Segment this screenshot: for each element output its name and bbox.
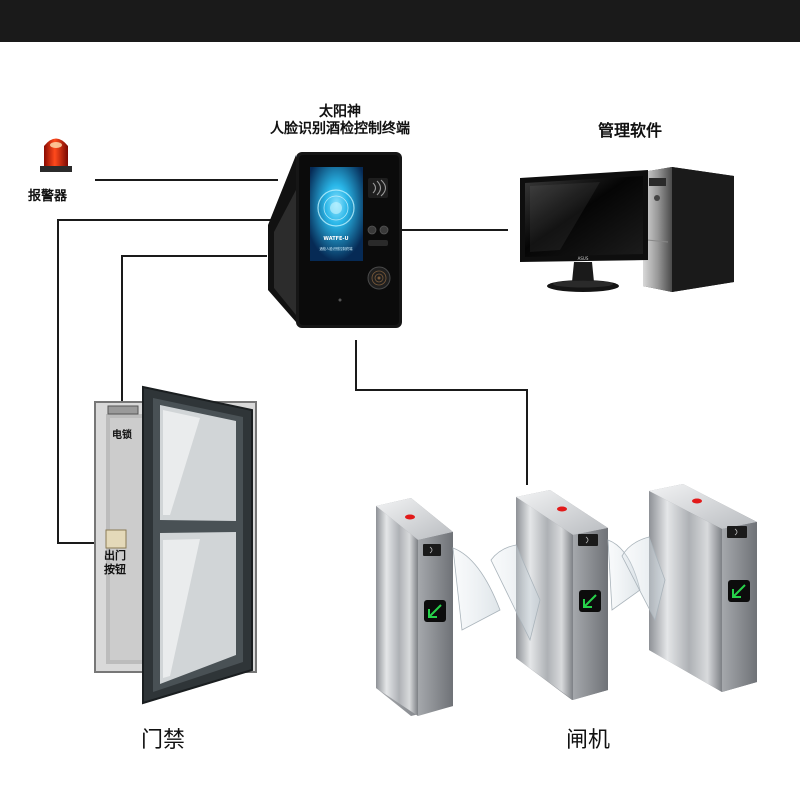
exit-button-label: 出门 按钮 (104, 549, 126, 577)
screen-brand: WATFE-U (323, 236, 348, 242)
electric-lock (107, 405, 139, 415)
software-label: 管理软件 (598, 121, 663, 140)
face-recognition-terminal: WATFE-U 酒检人脸识别控制终端 (268, 152, 402, 328)
door-access (94, 385, 257, 705)
fingerprint-icon (367, 266, 391, 290)
terminal-title: 太阳神 人脸识别酒检控制终端 (250, 104, 430, 138)
top-bar (0, 0, 800, 42)
line-electric-lock (121, 255, 267, 412)
turnstile-gates (376, 484, 757, 716)
line-gate (355, 340, 528, 485)
gate-unit-1 (376, 498, 501, 716)
electric-lock-label: 电锁 (112, 430, 132, 441)
alarm-light-icon (40, 138, 72, 172)
exit-button (105, 529, 127, 549)
terminal-brand-label: 太阳神 (319, 104, 361, 120)
gate-label: 闸机 (566, 728, 611, 753)
exit-button-label-line2: 按钮 (104, 563, 126, 576)
monitor-logo: ASUS (578, 256, 589, 261)
gate-unit-3 (621, 484, 757, 692)
screen-caption: 酒检人脸识别控制终端 (320, 246, 354, 251)
nfc-icon (368, 178, 388, 198)
connection-lines (57, 179, 528, 544)
management-pc: ASUS (520, 167, 734, 292)
exit-button-label-line1: 出门 (104, 549, 126, 562)
line-exit-button (57, 219, 272, 544)
alarm-label: 报警器 (28, 189, 68, 204)
pc-monitor: ASUS (520, 170, 648, 292)
terminal-name-label: 人脸识别酒检控制终端 (270, 121, 410, 137)
pc-tower (643, 167, 734, 292)
door-access-label: 门禁 (141, 728, 186, 753)
gate-unit-2 (490, 490, 641, 700)
